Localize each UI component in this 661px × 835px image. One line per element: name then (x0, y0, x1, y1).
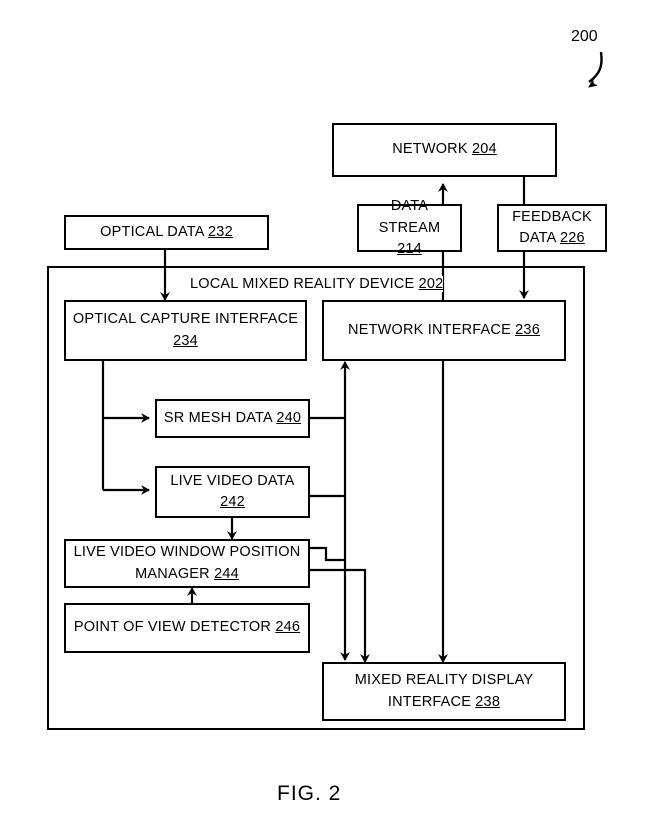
node-point-of-view-detector[interactable]: POINT OF VIEW DETECTOR 246 (64, 603, 310, 653)
node-network-interface-label: NETWORK INTERFACE 236 (348, 321, 540, 338)
node-network[interactable]: NETWORK 204 (332, 123, 557, 177)
node-sr-mesh-data[interactable]: SR MESH DATA 240 (155, 399, 310, 438)
figure-callout-number: 200 (571, 28, 598, 45)
conn-position-manager-to-display-interface (310, 568, 370, 663)
node-sr-mesh-data-label: SR MESH DATA 240 (163, 409, 302, 426)
node-optical-data[interactable]: OPTICAL DATA 232 (64, 215, 269, 250)
figure-caption: FIG. 2 (277, 782, 342, 805)
container-local-mixed-reality-device (47, 266, 585, 730)
node-point-of-view-detector-label: POINT OF VIEW DETECTOR 246 (73, 619, 301, 636)
node-optical-data-label: OPTICAL DATA 232 (100, 223, 233, 240)
callout-leader-arrow (588, 51, 603, 88)
conn-position-manager-to-bus (310, 546, 345, 562)
container-local-mixed-reality-device-title: LOCAL MIXED REALITY DEVICE 202 (190, 276, 444, 292)
node-network-label: NETWORK 204 (392, 141, 497, 158)
node-network-interface[interactable]: NETWORK INTERFACE 236 (322, 300, 566, 361)
